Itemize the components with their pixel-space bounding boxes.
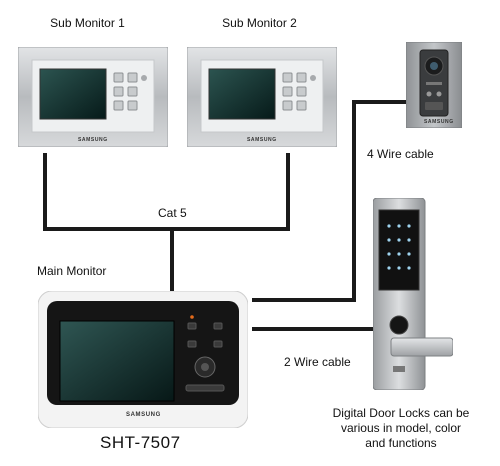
main-monitor-label: Main Monitor (37, 264, 107, 278)
sub-monitor-1-graphic (17, 46, 169, 148)
two-wire-cable-label: 2 Wire cable (284, 355, 351, 369)
sub-monitor-1: SAMSUNG (17, 46, 169, 148)
door-station: SAMSUNG (405, 41, 463, 129)
sub-monitor-1-label: Sub Monitor 1 (50, 16, 125, 30)
door-lock-note-line-2: various in model, color (340, 421, 462, 435)
main-monitor-graphic (37, 290, 249, 429)
sub-monitor-2: SAMSUNG (186, 46, 338, 148)
sub-monitor-2-brand: SAMSUNG (247, 137, 277, 143)
cat5-cable (43, 153, 290, 231)
sub-monitor-2-graphic (186, 46, 338, 148)
four-wire-cable-label: 4 Wire cable (367, 147, 434, 161)
digital-door-lock-graphic (372, 197, 454, 391)
main-monitor-brand: SAMSUNG (126, 412, 161, 418)
door-lock-note-line-1: Digital Door Locks can be (332, 406, 470, 420)
sub-monitor-1-brand: SAMSUNG (78, 137, 108, 143)
model-name: SHT-7507 (100, 433, 181, 452)
door-station-brand: SAMSUNG (424, 119, 454, 125)
main-monitor: SAMSUNG (37, 290, 249, 429)
four-wire-cable (252, 100, 410, 302)
cat5-label: Cat 5 (158, 206, 187, 220)
digital-door-lock (372, 197, 454, 391)
door-lock-note-line-3: and functions (365, 436, 437, 450)
door-station-graphic (405, 41, 463, 129)
door-lock-note: Digital Door Locks can be various in mod… (316, 406, 486, 451)
sub-monitor-2-label: Sub Monitor 2 (222, 16, 297, 30)
